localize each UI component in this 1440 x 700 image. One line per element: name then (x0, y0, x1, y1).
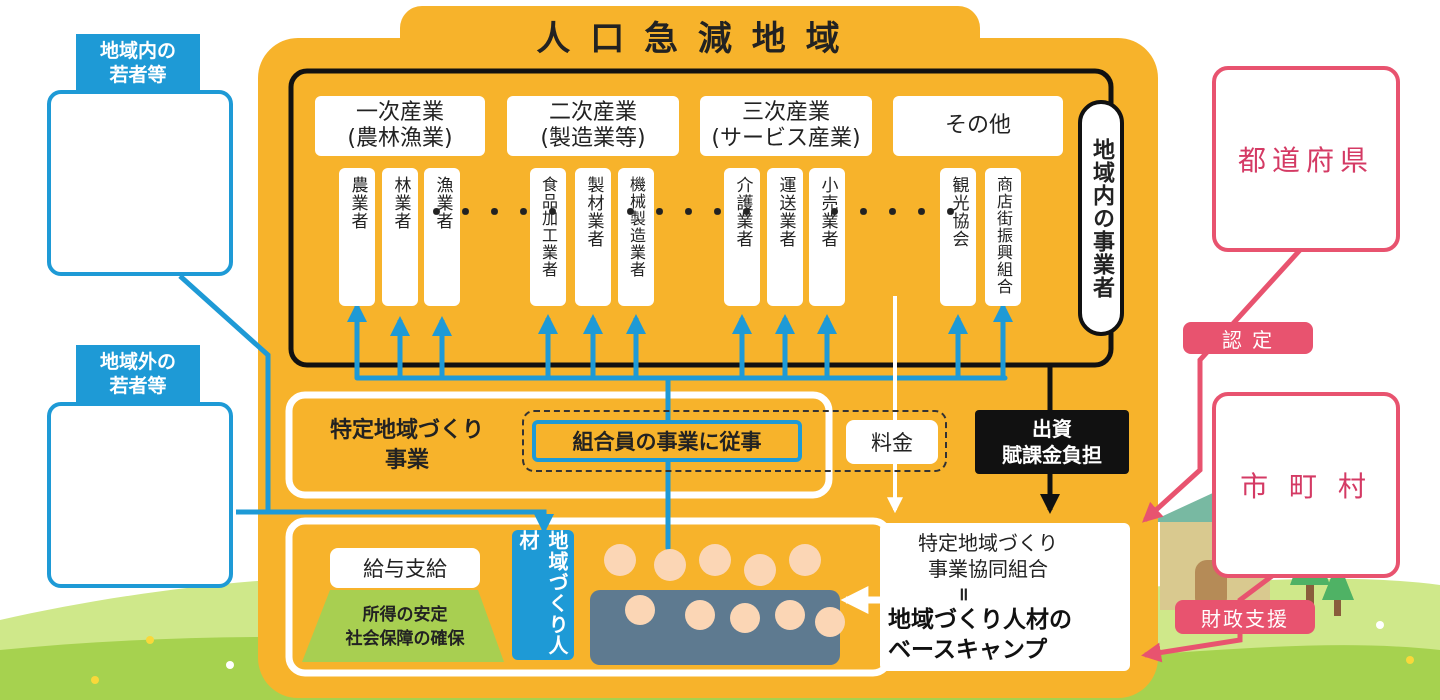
security-label: 所得の安定 社会保障の確保 (345, 605, 465, 649)
ellipsis-1: ・・・・・ (422, 196, 568, 229)
local-businesses-label: 地域内の事業者 (1078, 100, 1124, 336)
prefecture-box: 都道府県 (1212, 66, 1400, 252)
youth-outside-box (47, 402, 233, 588)
talent-label: 地域づくり人材 (512, 530, 574, 660)
cooperative-equals: ॥ (957, 584, 969, 605)
cooperative-panel (880, 523, 1130, 671)
business-tourism-association: 観光協会 (940, 168, 976, 306)
talent-crowd (590, 544, 845, 665)
industry-secondary-label: 二次産業 (製造業等) (507, 96, 679, 156)
blue-up-arrows (347, 302, 1013, 378)
region-title: 人 口 急 減 地 域 (536, 18, 844, 59)
business-forestry: 林業者 (382, 168, 418, 306)
fee-label: 料金 (846, 420, 938, 464)
business-agriculture: 農業者 (339, 168, 375, 306)
salary-label: 給与支給 (330, 548, 480, 588)
youth-inside-label: 地域内の 若者等 (76, 34, 200, 92)
financial-support-tag: 財政支援 (1175, 600, 1315, 634)
business-transport: 運送業者 (767, 168, 803, 306)
business-sawmill: 製材業者 (575, 168, 611, 306)
cooperative-name: 特定地域づくり 事業協同組合 (918, 531, 1058, 581)
business-food-processing: 食品加工業者 (530, 168, 566, 306)
project-frame (285, 391, 833, 499)
investment-label: 出資 賦課金負担 (975, 410, 1129, 474)
work-dashed-area (522, 410, 947, 472)
certification-tag: 認 定 (1183, 322, 1313, 354)
business-care: 介護業者 (724, 168, 760, 306)
business-shopping-street-union: 商店街振興組合 (985, 168, 1021, 306)
ellipsis-3: ・・・・・ (820, 196, 966, 229)
tree-right (1322, 560, 1354, 600)
municipality-box: 市 町 村 (1212, 392, 1400, 578)
youth-outside-label: 地域外の 若者等 (76, 345, 200, 403)
cooperative-basecamp: 地域づくり人材の ベースキャンプ (888, 607, 1072, 663)
youth-inside-box (47, 90, 233, 276)
industry-tertiary-label: 三次産業 (サービス産業) (700, 96, 872, 156)
certification-line (1142, 248, 1302, 523)
business-retail: 小売業者 (809, 168, 845, 306)
work-label: 組合員の事業に従事 (532, 420, 802, 462)
business-machinery: 機械製造業者 (618, 168, 654, 306)
ellipsis-2: ・・・・・ (616, 196, 762, 229)
income-hill (302, 590, 504, 662)
industry-primary-label: 一次産業 (農林漁業) (315, 96, 485, 156)
industry-other-label: その他 (893, 96, 1063, 156)
project-name: 特定地域づくり 事業 (329, 418, 484, 473)
business-fishery: 漁業者 (424, 168, 460, 306)
